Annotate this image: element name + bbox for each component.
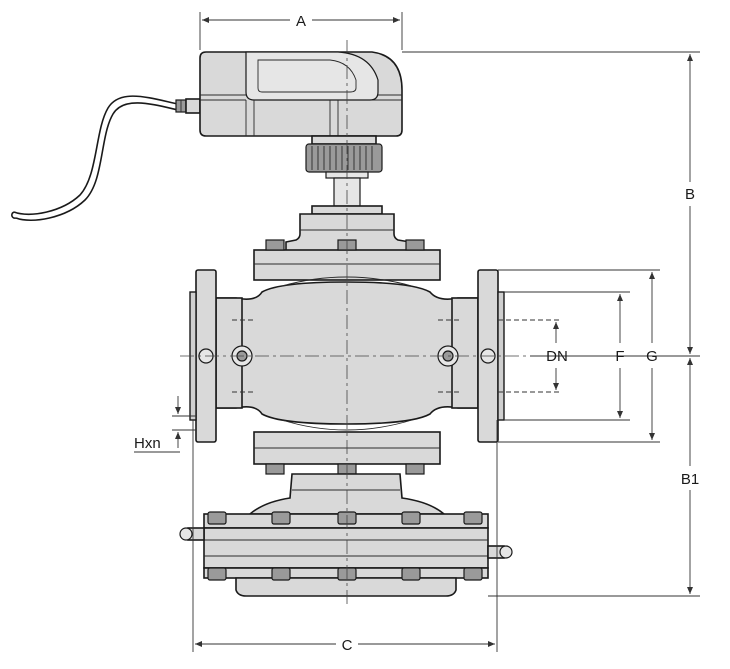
dimension-dn <box>498 319 562 393</box>
dimension-c <box>192 420 498 652</box>
dimension-hxn-label: Hxn <box>134 435 161 452</box>
dimension-hxn <box>134 396 196 453</box>
dimension-f-label: F <box>615 348 624 365</box>
dimension-b-label: B <box>685 186 695 203</box>
dimension-g-label: G <box>646 348 658 365</box>
dimension-f <box>504 291 630 421</box>
dimension-a-label: A <box>296 13 306 30</box>
dimension-a <box>199 12 403 50</box>
actuator-housing <box>199 51 403 137</box>
dimension-b1-label: B1 <box>681 471 699 488</box>
actuator-cable <box>11 95 201 222</box>
dimension-b1 <box>488 355 700 597</box>
dimension-c-label: C <box>342 637 353 654</box>
actuator-coupling-knob <box>305 135 383 173</box>
dimension-b <box>402 51 700 354</box>
diaphragm-housing <box>179 511 513 597</box>
dimension-dn-label: DN <box>546 348 568 365</box>
dimension-g <box>498 269 660 443</box>
